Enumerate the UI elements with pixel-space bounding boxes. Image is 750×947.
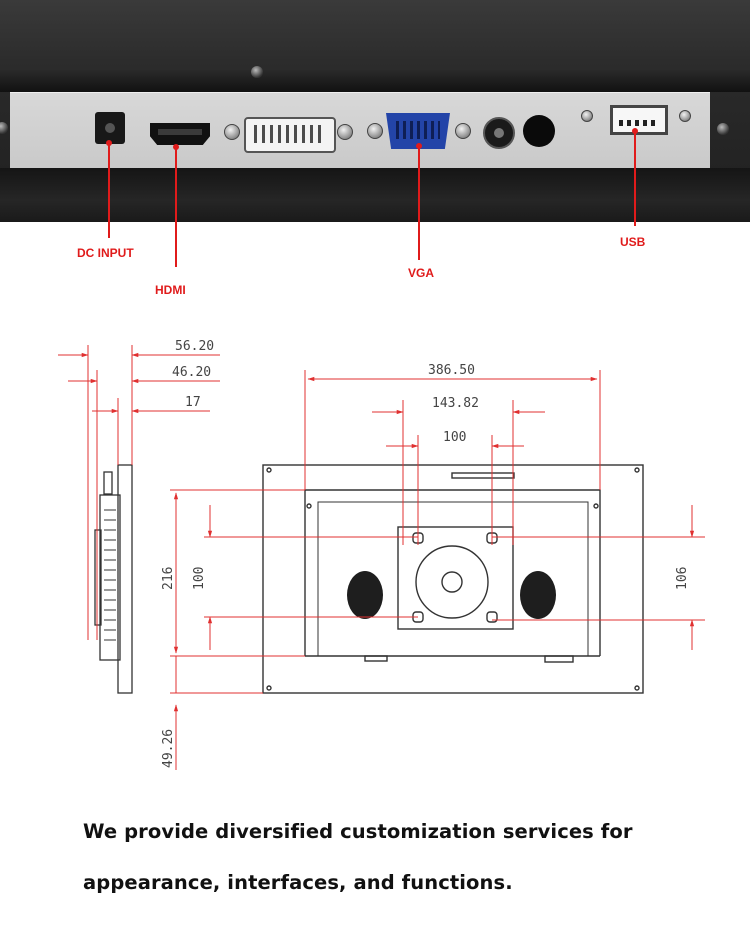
caption-line-2: appearance, interfaces, and functions. — [83, 871, 513, 894]
usb-callout-line — [634, 131, 636, 226]
hdmi-port — [150, 123, 210, 145]
panel-top-shadow — [0, 70, 750, 92]
vga-callout-line — [418, 146, 420, 260]
chassis-screw — [717, 123, 729, 135]
audio-jack — [483, 117, 515, 149]
dim-vesa-vertical-left: 100 — [192, 567, 207, 590]
dim-side-body: 46.20 — [172, 365, 211, 380]
usb-screw — [581, 110, 593, 122]
audio-jack — [523, 115, 555, 147]
dim-side-overall: 56.20 — [175, 339, 214, 354]
front-dimensions — [170, 370, 705, 770]
dim-side-thin: 17 — [185, 395, 201, 410]
dc-input-port — [95, 112, 125, 144]
dim-front-height: 216 — [161, 567, 176, 590]
dim-vesa-horizontal: 100 — [443, 430, 466, 445]
caption-line-1: We provide diversified customization ser… — [83, 820, 633, 843]
speaker-grille-left — [347, 571, 383, 619]
dvi-screw — [337, 124, 353, 140]
vga-screw — [367, 123, 383, 139]
front-view — [262, 464, 644, 694]
dc-input-label: DC INPUT — [77, 246, 134, 260]
side-view — [94, 464, 133, 694]
dc-callout-line — [108, 143, 110, 238]
speaker-grille-right — [520, 571, 556, 619]
usb-port — [610, 105, 668, 135]
usb-screw — [679, 110, 691, 122]
dim-front-width: 386.50 — [428, 363, 475, 378]
hdmi-callout-line — [175, 147, 177, 267]
usb-label: USB — [620, 235, 646, 249]
side-dimensions — [58, 345, 220, 640]
dimension-drawing: 56.20 46.20 17 — [58, 339, 705, 770]
dvi-screw — [224, 124, 240, 140]
panel-bottom-shadow — [0, 168, 750, 222]
dim-front-inner: 143.82 — [432, 396, 479, 411]
vga-label: VGA — [408, 266, 435, 280]
hdmi-label: HDMI — [155, 283, 186, 297]
vga-screw — [455, 123, 471, 139]
rear-io-panel-photo — [0, 0, 750, 222]
dim-vesa-vertical-right: 106 — [675, 567, 690, 590]
chassis-screw — [0, 122, 8, 134]
chassis-screw — [251, 66, 263, 78]
dim-bottom-offset: 49.26 — [161, 729, 176, 768]
dvi-port — [244, 117, 336, 153]
io-plate — [10, 92, 710, 171]
